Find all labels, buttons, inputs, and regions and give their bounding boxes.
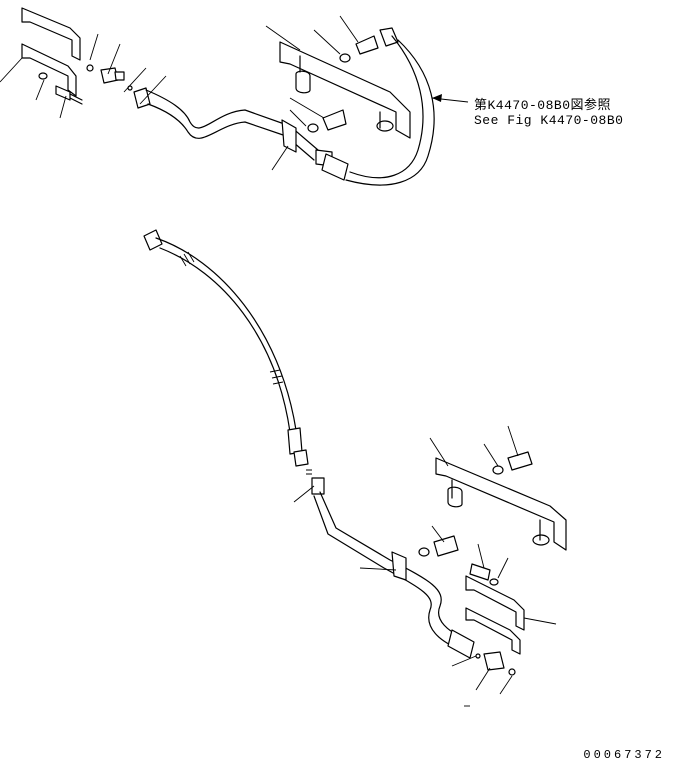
bottom-upper-washer-bolt <box>492 451 533 475</box>
drawing-code: 00067372 <box>583 748 665 762</box>
bottom-upper-bracket <box>435 457 567 551</box>
bottom-pipe <box>311 477 475 659</box>
bottom-lower-bracket <box>465 563 525 655</box>
bottom-fittings <box>475 651 516 676</box>
top-right-washer-bolt <box>307 35 379 133</box>
long-hose <box>143 229 309 467</box>
top-hose <box>321 27 435 186</box>
reference-note-en: See Fig K4470-08B0 <box>474 113 624 128</box>
top-left-fittings <box>86 64 151 109</box>
bottom-leader-lines <box>293 425 557 707</box>
bottom-clamp-washer-bolt <box>418 535 459 557</box>
top-right-bracket <box>279 41 411 139</box>
top-left-bracket <box>21 7 81 97</box>
hose-orings <box>306 469 312 475</box>
top-pipe <box>145 89 333 167</box>
reference-arrow <box>431 94 469 103</box>
top-leader-lines <box>0 15 359 171</box>
reference-note-jp: 第K4470-08B0図参照 <box>474 98 612 113</box>
top-left-washer-bolt <box>38 72 83 105</box>
